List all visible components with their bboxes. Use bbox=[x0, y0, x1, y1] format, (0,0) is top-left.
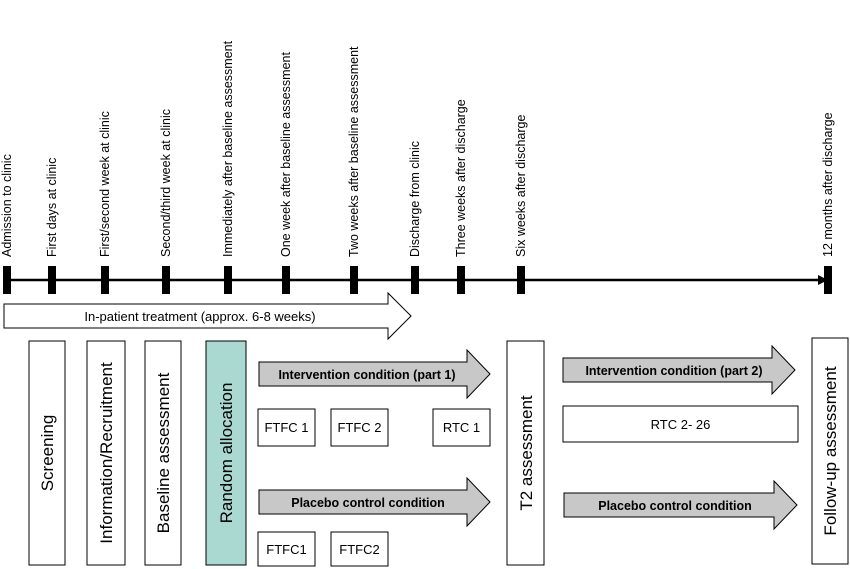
timeline-tick bbox=[282, 266, 290, 294]
rtc-range-box bbox=[562, 405, 799, 443]
timeline-tick bbox=[48, 266, 56, 294]
timeline-tick bbox=[162, 266, 170, 294]
t2-assessment-box bbox=[506, 340, 545, 566]
intervention-part1-arrow bbox=[258, 348, 491, 400]
rtc-range-label: RTC 2- 26 bbox=[651, 417, 711, 432]
screening-label: Screening bbox=[38, 415, 57, 492]
tick-label: Immediately after baseline assessment bbox=[221, 40, 235, 257]
random-allocation-box bbox=[205, 340, 247, 566]
intervention-part2-arrow bbox=[562, 344, 796, 396]
tick-label: First days at clinic bbox=[45, 158, 59, 257]
baseline-box bbox=[144, 340, 182, 566]
recruitment-box bbox=[86, 340, 126, 566]
followup-assessment-label: Follow-up assessment bbox=[821, 366, 840, 535]
ftfc2-label: FTFC 2 bbox=[337, 420, 381, 435]
timeline-tick bbox=[824, 266, 832, 294]
t2-assessment-label: T2 assessment bbox=[517, 395, 536, 511]
tick-label: Two weeks after baseline assessment bbox=[347, 46, 361, 257]
placebo-label-1: Placebo control condition bbox=[291, 496, 444, 510]
rtc1-label: RTC 1 bbox=[443, 420, 480, 435]
tick-label: One week after baseline assessment bbox=[279, 52, 293, 257]
tick-label: Discharge from clinic bbox=[408, 141, 422, 257]
random-allocation-label: Random allocation bbox=[217, 383, 236, 524]
tick-label: First/second week at clinic bbox=[98, 111, 112, 257]
timeline-tick bbox=[517, 266, 525, 294]
screening-box bbox=[28, 340, 66, 566]
placebo-arrow-1 bbox=[258, 476, 491, 528]
ftfc1-placebo-box bbox=[257, 531, 316, 567]
ftfc1-box bbox=[257, 408, 316, 447]
intervention-part1-label: Intervention condition (part 1) bbox=[278, 368, 455, 382]
timeline-tick bbox=[224, 266, 232, 294]
ftfc1-label: FTFC 1 bbox=[264, 420, 308, 435]
timeline-tick bbox=[457, 266, 465, 294]
timeline-tick bbox=[3, 266, 11, 294]
placebo-label-2: Placebo control condition bbox=[598, 499, 751, 513]
intervention-part2-label: Intervention condition (part 2) bbox=[585, 364, 762, 378]
ftfc2-placebo-box bbox=[330, 531, 389, 567]
ftfc2-box bbox=[330, 408, 389, 447]
timeline-tick bbox=[101, 266, 109, 294]
ftfc1-placebo-label: FTFC1 bbox=[266, 542, 306, 557]
timeline-tick bbox=[411, 266, 419, 294]
tick-label: 12 months after discharge bbox=[821, 112, 835, 257]
tick-label: Second/third week at clinic bbox=[159, 109, 173, 257]
placebo-arrow-2 bbox=[563, 479, 798, 531]
ftfc2-placebo-label: FTFC2 bbox=[339, 542, 379, 557]
rtc1-box bbox=[432, 408, 491, 447]
timeline-ticks: Admission to clinic First days at clinic… bbox=[0, 40, 835, 294]
recruitment-label: Information/Recruitment bbox=[97, 362, 116, 544]
tick-label: Three weeks after discharge bbox=[454, 99, 468, 257]
inpatient-arrow bbox=[3, 291, 412, 341]
inpatient-label: In-patient treatment (approx. 6-8 weeks) bbox=[84, 309, 315, 324]
followup-assessment-box bbox=[811, 337, 849, 565]
baseline-label: Baseline assessment bbox=[154, 372, 173, 533]
timeline-tick bbox=[350, 266, 358, 294]
tick-label: Six weeks after discharge bbox=[514, 115, 528, 257]
tick-label: Admission to clinic bbox=[0, 154, 14, 257]
